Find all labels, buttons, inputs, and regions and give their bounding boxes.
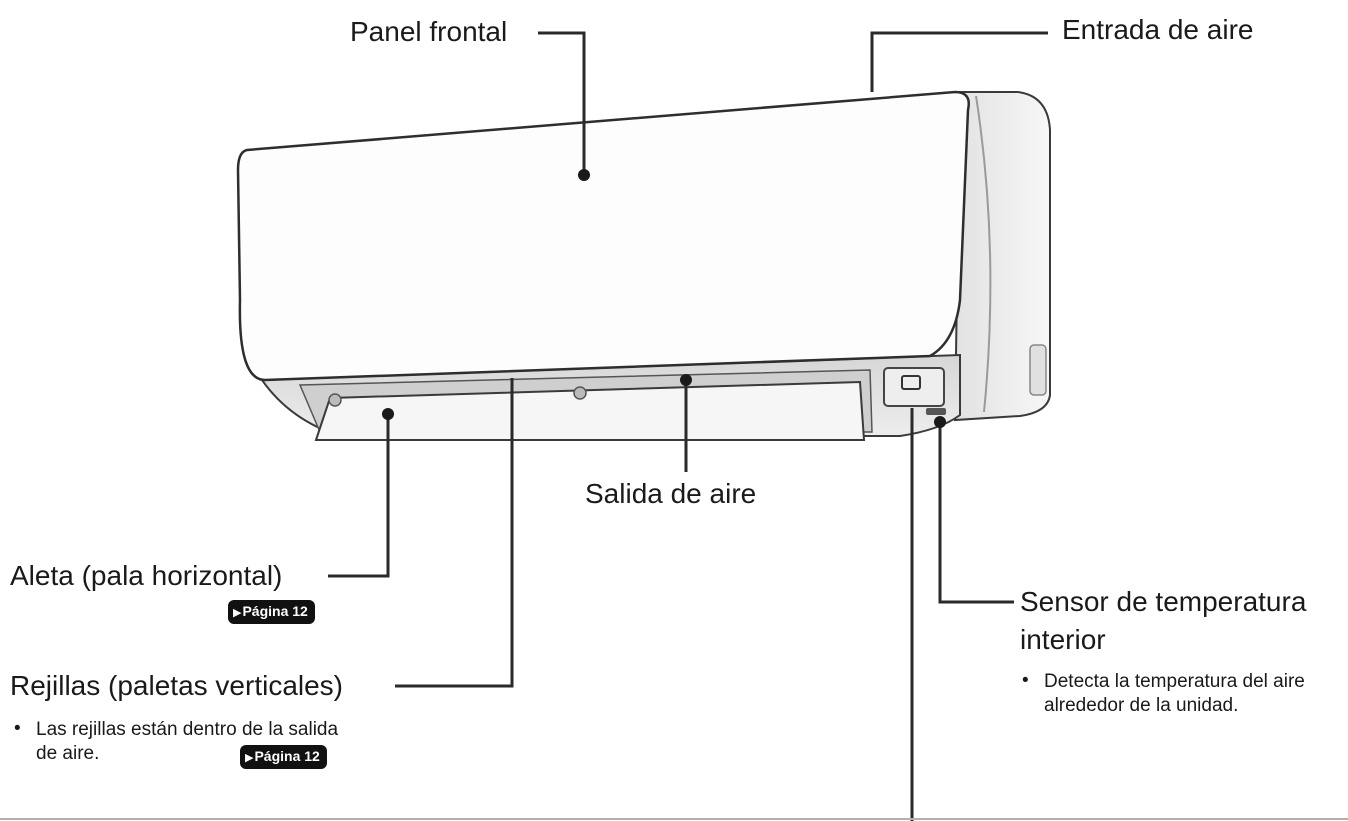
front-panel [236,90,970,382]
dot-panel [578,169,590,181]
rejillas-note: Las rejillas están dentro de la salida d… [36,718,356,766]
sensor-note: Detecta la temperatura del aire alrededo… [1044,671,1305,716]
aleta-page-badge[interactable]: ▶Página 12 [228,600,315,624]
leader-sensor [938,422,1014,604]
leader-rejillas [395,378,514,688]
flap-pivot-left [328,393,342,407]
dot-salida [680,374,692,386]
leader-lines [328,31,1048,821]
play-icon: ▶ [233,607,242,619]
label-sensor-line1: Sensor de temperatura [1020,586,1307,617]
rejillas-note-text: Las rejillas están dentro de la salida d… [36,719,339,764]
label-entrada-aire: Entrada de aire [1062,14,1254,45]
flap-pivot-center [573,386,587,400]
play-icon: ▶ [245,752,254,764]
label-salida-aire: Salida de aire [585,478,757,509]
aleta-page-text: Página 12 [242,603,308,619]
sensor-bullet: • [1022,670,1029,691]
unit-side-groove [975,95,992,413]
dot-sensor [934,416,946,428]
leader-entrada [870,31,1048,92]
unit-side-body [953,91,1051,422]
label-sensor-line2: interior [1020,624,1106,655]
dot-aleta [382,408,394,420]
label-panel-frontal: Panel frontal [350,16,508,47]
display-icon [901,375,921,390]
flap [314,380,866,441]
label-aleta: Aleta (pala horizontal) [10,560,283,591]
rejillas-page-badge[interactable]: ▶Página 12 [240,745,327,769]
sensor-slot [926,408,946,415]
side-vent [1029,344,1047,396]
leader-aleta [328,414,390,578]
label-rejillas: Rejillas (paletas verticales) [10,670,344,701]
rejillas-bullet: • [14,718,21,739]
display-window [883,367,945,407]
leader-dots [382,169,946,428]
rejillas-page-text: Página 12 [254,748,320,764]
leader-panel [538,31,586,175]
